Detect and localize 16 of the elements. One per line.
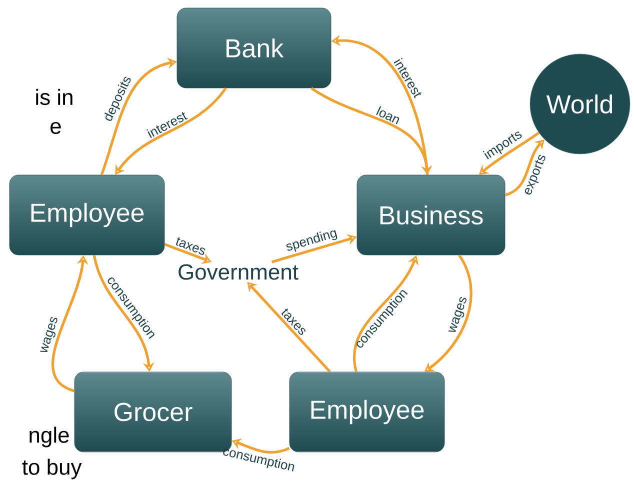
edge-label: wages bbox=[40, 317, 58, 352]
page-text: e bbox=[50, 122, 61, 134]
page-text: to buy bbox=[22, 458, 82, 480]
arrow bbox=[504, 140, 544, 196]
rounded-box: Bank bbox=[176, 8, 332, 88]
edge-label: exports bbox=[524, 154, 546, 194]
edge-label: wages bbox=[448, 296, 466, 332]
edge-label: spending bbox=[286, 230, 338, 252]
edge-label: taxes bbox=[176, 237, 206, 255]
node-text: Government bbox=[178, 264, 298, 280]
rounded-box: Business bbox=[356, 174, 506, 256]
edge-label: loan bbox=[376, 106, 400, 124]
rounded-box: Employee bbox=[9, 174, 165, 256]
rounded-box: Employee bbox=[289, 372, 445, 452]
sphere: World bbox=[530, 54, 630, 154]
page-text: is in bbox=[36, 88, 72, 106]
